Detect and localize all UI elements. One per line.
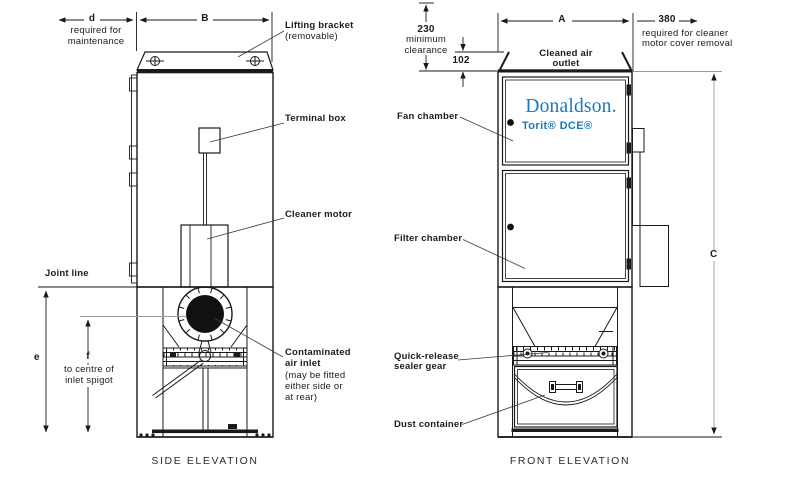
donaldson-logo: Donaldson. — [525, 96, 617, 117]
terminal-box-label: Terminal box — [285, 113, 346, 124]
dimension-a — [497, 13, 634, 71]
front-elevation-drawing — [419, 2, 722, 438]
container-handle — [549, 381, 583, 393]
dimension-b — [139, 12, 273, 62]
cleaner-motor-label: Cleaner motor — [285, 209, 353, 220]
filter-chamber-label: Filter chamber — [394, 232, 463, 244]
dimension-d — [58, 12, 137, 51]
contaminated-air-inlet-label: Contaminated air inlet — [285, 347, 351, 369]
leader-lines-side — [206, 30, 285, 358]
dim-a-label: A — [558, 13, 566, 25]
dim-102-value: 102 — [450, 54, 472, 67]
bolt-icon — [146, 56, 164, 66]
filter-chamber-door — [501, 169, 631, 283]
joint-line-label: Joint line — [45, 268, 89, 279]
door-knob — [507, 223, 514, 231]
dim-e-label: e — [34, 352, 40, 363]
cleaned-air-outlet-label: Cleaned air outlet — [539, 47, 593, 70]
terminal-box — [198, 127, 221, 225]
front-elevation-caption: FRONT ELEVATION — [509, 455, 631, 467]
sealer-band-front — [513, 346, 617, 366]
motor-cover — [639, 225, 669, 287]
side-elevation-caption: SIDE ELEVATION — [151, 455, 259, 467]
dim-230-note: minimum clearance — [404, 34, 448, 56]
dim-f-note: to centre of inlet spigot — [62, 364, 116, 387]
dimension-230 — [419, 2, 497, 72]
dim-230-value: 230 — [417, 24, 435, 35]
dim-380-value: 380 — [658, 13, 676, 25]
fan-chamber-label: Fan chamber — [397, 111, 459, 122]
dimension-102 — [455, 37, 504, 87]
quick-release-label: Quick-release sealer gear — [394, 350, 459, 373]
inlet-spigot — [177, 286, 233, 342]
bolt-icon — [246, 56, 264, 66]
dim-d-note: required for maintenance — [67, 25, 125, 47]
dim-f-label: f — [84, 351, 92, 363]
hopper — [512, 307, 618, 347]
lifting-bracket-note: (removable) — [285, 30, 338, 42]
door-edge-hinges — [129, 74, 138, 284]
contaminated-air-inlet-note: (may be fitted either side or at rear) — [285, 370, 346, 403]
dim-c-label: C — [708, 249, 720, 261]
base-plate — [137, 424, 273, 438]
stand-frame — [202, 368, 209, 430]
lifting-bracket-label: Lifting bracket — [285, 20, 354, 31]
door-knob — [507, 119, 514, 126]
torit-dce-logo: Torit® DCE® — [522, 120, 593, 132]
dim-b-label: B — [201, 12, 209, 24]
dim-d-label: d — [88, 12, 96, 24]
hopper-brace — [162, 324, 180, 348]
dust-container-label: Dust container — [394, 419, 464, 430]
side-cabinet-body — [136, 71, 274, 288]
leader-lines-front — [457, 116, 549, 425]
lifting-bracket — [136, 51, 274, 73]
dim-380-note: required for cleaner motor cover removal — [642, 27, 733, 50]
release-lever — [152, 340, 212, 399]
fan-chamber-door — [501, 76, 631, 166]
hopper-brace — [230, 324, 248, 348]
side-elevation-drawing — [38, 12, 285, 438]
cleaner-motor — [180, 224, 229, 288]
dust-container — [511, 365, 619, 432]
side-attachments — [632, 128, 669, 287]
